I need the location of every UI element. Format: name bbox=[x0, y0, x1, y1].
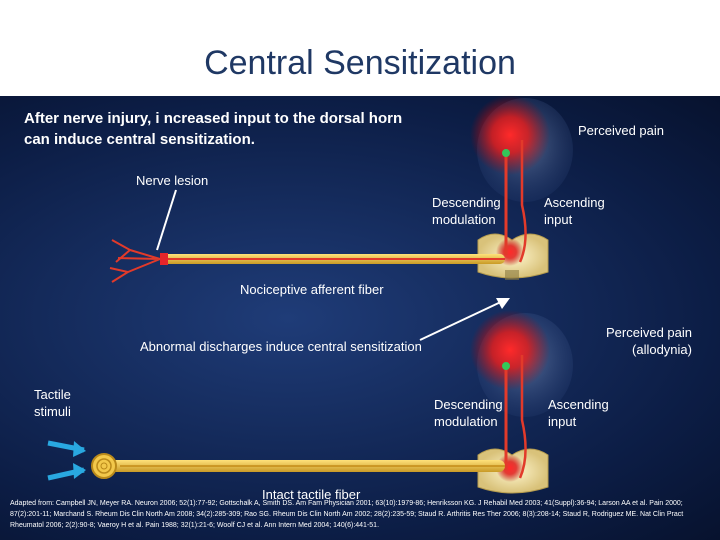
descending-modulation-label-top: Descending modulation bbox=[432, 195, 501, 227]
tactile-fiber-label: Intact tactile fiber bbox=[262, 487, 361, 502]
intro-text: After nerve injury, i ncreased input to … bbox=[24, 110, 403, 148]
top-head bbox=[470, 95, 573, 202]
stimulus-arrows bbox=[47, 440, 86, 481]
perceived-pain-label-bottom: Perceived pain (allodynia) bbox=[606, 325, 692, 357]
bottom-spinal-cord bbox=[477, 448, 549, 494]
ascending-input-label-bottom: Ascending input bbox=[548, 397, 609, 429]
nerve-lesion-pointer bbox=[156, 189, 177, 251]
ascending-input-label-top: Ascending input bbox=[544, 195, 605, 227]
tactile-stimuli-label: Tactile stimuli bbox=[34, 387, 71, 419]
references: Adapted from: Campbell JN, Meyer RA. Neu… bbox=[10, 500, 684, 529]
descending-modulation-label-bottom: Descending modulation bbox=[434, 397, 503, 429]
bottom-tactile-fiber bbox=[91, 453, 505, 479]
abnormal-discharge-label: Abnormal discharges induce central sensi… bbox=[140, 339, 422, 354]
bottom-head bbox=[470, 310, 573, 417]
top-pathways bbox=[502, 140, 527, 263]
nerve-lesion-label: Nerve lesion bbox=[136, 173, 209, 188]
title-band bbox=[0, 0, 720, 96]
nociceptive-fiber-label: Nociceptive afferent fiber bbox=[240, 282, 384, 297]
abnormal-discharge-pointer bbox=[419, 299, 506, 341]
bottom-pathways bbox=[502, 355, 527, 479]
abnormal-discharge-arrowhead bbox=[496, 298, 510, 309]
top-fiber bbox=[109, 239, 505, 283]
perceived-pain-label-top: Perceived pain bbox=[578, 123, 664, 138]
slide-title: Central Sensitization bbox=[204, 44, 516, 82]
